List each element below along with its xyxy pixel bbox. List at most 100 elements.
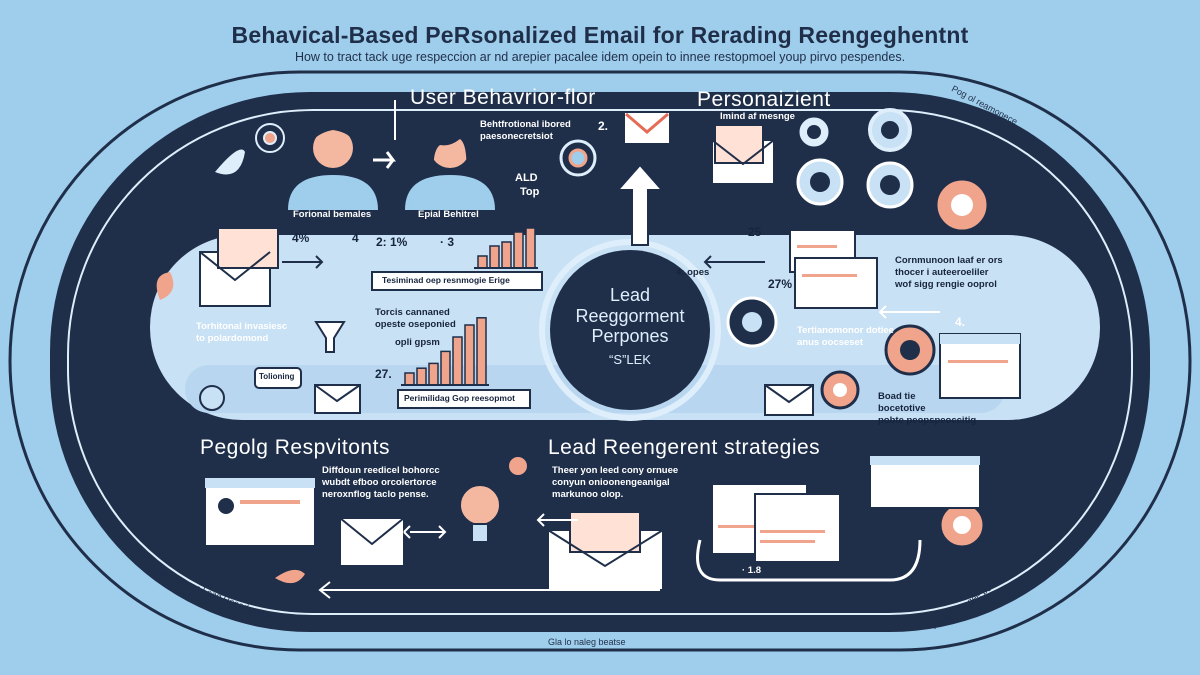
bar-1-1 (477, 255, 488, 269)
bar-2-6 (464, 324, 475, 386)
label-tools-2: opeste oseponied (375, 319, 456, 330)
inner-white-line (67, 109, 1133, 615)
gear-icon-6 (866, 161, 914, 209)
envelope-icon-left (199, 227, 279, 307)
arrow-icon-b (703, 255, 765, 269)
section-user-behavior-title: User Behavrior-flor (410, 86, 596, 109)
gear-icon-13 (938, 501, 986, 549)
page-subtitle: How to tract tack uge respeccion ar nd a… (294, 50, 906, 64)
label-ald: ALD (515, 172, 538, 184)
bar-2-7 (476, 317, 487, 386)
leaf-icon-2 (156, 272, 174, 300)
label-bead-1: Boad tie (878, 391, 916, 402)
gear-icon-5 (796, 158, 844, 206)
gear-icon-4 (868, 108, 912, 152)
browser-window-icon-5 (869, 455, 981, 509)
browser-window-icon-7 (754, 493, 841, 563)
bar-2-2 (416, 367, 427, 386)
label-four-open: 4: opes (676, 267, 710, 278)
section-responses-title: Pegolg Respvitonts (200, 436, 390, 459)
leaf-icon-3 (275, 569, 305, 584)
label-there-1: Theer yon leed cony ornuee (552, 465, 679, 476)
bar-chart-1 (474, 227, 538, 269)
label-behavioral-note-1: Behtfrotional ibored (480, 119, 571, 130)
tag-icon (507, 455, 529, 477)
browser-window-icon-4 (939, 333, 1021, 399)
lightbulb-icon (459, 484, 501, 543)
bar-1-2 (489, 245, 500, 269)
label-tech-dir-2: anus oocseset (797, 337, 863, 348)
label-personal-bar: Perimilidag Gop reesopmot (404, 393, 515, 403)
label-tech-bar: Tesiminad oep resnmogie Erige (382, 275, 510, 285)
leaf-icon-1 (215, 149, 245, 175)
browser-window-icon-3 (794, 257, 878, 309)
label-tools-3: opli gpsm (395, 337, 440, 348)
center-line-1: Lead (609, 285, 651, 305)
arrow-icon-up (615, 163, 665, 246)
funnel-icon (314, 321, 346, 353)
bar-2-5 (452, 336, 463, 386)
arrow-icon-users (373, 151, 396, 169)
arrow-icon-f (696, 539, 922, 582)
label-diff-3: neroxnflog taclo pense. (322, 489, 429, 500)
label-bar-tech (371, 271, 543, 291)
arrow-icon-c (403, 525, 447, 539)
bar-2-4 (440, 350, 451, 386)
center-line-3: Perpones (591, 326, 669, 347)
envelope-icon-mid (314, 384, 361, 414)
envelope-icon-bottom-center (547, 511, 664, 591)
envelope-icon-bottom-left (339, 517, 405, 567)
label-num-25: 25 (748, 225, 762, 239)
label-tech-intro-1: Torhitonal invasiesc (196, 321, 288, 332)
gear-icon-3 (796, 114, 832, 150)
label-conversion-2: thocer i auteeroeliler (895, 267, 989, 278)
bar-1-3 (501, 241, 512, 269)
arrow-icon-d (536, 513, 578, 527)
label-num-18: · 1.8 (742, 565, 762, 576)
center-line-4: “S”LEK (609, 352, 651, 368)
gear-icon-9 (726, 296, 778, 348)
envelope-icon-check (623, 111, 671, 145)
center-title: Lead Reeggorment Perpones “S”LEK (560, 285, 700, 368)
envelope-icon-top (711, 124, 775, 185)
label-personal-behavior: Forional bemales (293, 209, 372, 220)
label-diff-1: Diffdoun reedicel bohorcc (322, 465, 440, 476)
gear-icon-12 (199, 385, 225, 411)
outer-ribbon-outline (8, 70, 1192, 652)
label-bead-2: bocetotive (878, 403, 926, 414)
browser-window-icon-1 (204, 477, 316, 547)
label-tooltip: Tolioning (259, 372, 295, 381)
label-pct-4: 4% (292, 231, 310, 245)
label-bar-personal (397, 389, 531, 409)
page-title: Behavical-Based PeRsonalized Email for R… (231, 22, 969, 48)
label-tools-1: Torcis cannaned (375, 307, 450, 318)
label-pct-2-1: 2: 1% (376, 235, 408, 249)
gear-icon-1 (255, 123, 285, 153)
arrow-icon-a (282, 255, 324, 269)
bar-1-4 (513, 231, 524, 269)
gear-icon-2 (559, 139, 597, 177)
gear-icon-10 (884, 324, 936, 376)
center-ring-inner (550, 250, 710, 410)
arrow-icon-e (878, 305, 940, 319)
gear-icon-11 (820, 370, 860, 410)
envelope-icon-right (764, 384, 814, 416)
label-bead-3: pobte peopspeoccitig (878, 415, 977, 426)
label-there-3: markunoo olop. (552, 489, 624, 500)
center-ring-outer (539, 239, 721, 421)
label-epial-behavior: Epial Behitrel (418, 209, 479, 220)
label-step-2: 2. (598, 119, 609, 133)
user-avatar-icon-1 (288, 118, 378, 210)
label-pct-27: 27% (768, 277, 793, 291)
label-num-4b: 4. (955, 315, 966, 329)
label-email-image: Imind af mesnge (720, 111, 795, 122)
label-behavioral-note-2: paesonecretsiot (480, 131, 553, 142)
center-line-2: Reeggorment (575, 305, 685, 326)
footer-text: Gla lo naleg beatse (548, 637, 626, 647)
section-personalization-title: Personaizient (697, 88, 831, 111)
label-tech-intro-2: to polardomond (196, 333, 269, 344)
arrow-icon-g (318, 581, 660, 599)
label-conversion-3: wof sigg rengie ooprol (895, 279, 997, 290)
